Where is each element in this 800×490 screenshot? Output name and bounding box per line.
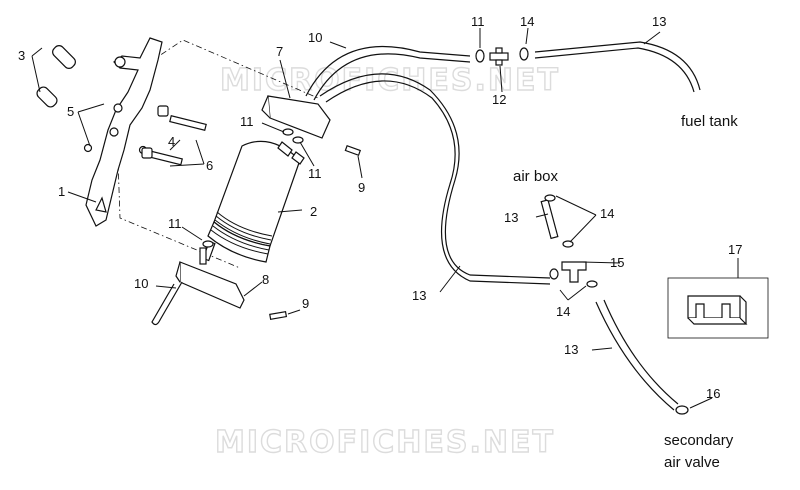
callout-15: 15 [610, 255, 624, 270]
hose-10-upper [305, 45, 471, 97]
hose-13-secondary [595, 301, 675, 411]
callout-11-c: 11 [168, 216, 182, 231]
watermark-bottom: MICROFICHES.NET [215, 425, 555, 460]
callout-14-a: 14 [520, 14, 534, 29]
watermark-top: MICROFICHES.NET [220, 63, 560, 98]
callout-7: 7 [276, 44, 283, 59]
hose-13-main [319, 73, 551, 279]
label-fuel-tank: fuel tank [681, 113, 738, 130]
callout-11-b: 11 [308, 166, 322, 181]
inline-check-valve [475, 47, 529, 66]
callout-5: 5 [67, 104, 74, 119]
callout-13-a: 13 [652, 14, 666, 29]
screws-9 [269, 144, 362, 321]
callout-9-a: 9 [358, 180, 365, 195]
bolts-4-6 [141, 105, 207, 166]
callout-13-b: 13 [504, 210, 518, 225]
callout-13-c: 13 [412, 288, 426, 303]
callout-14-c: 14 [556, 304, 570, 319]
lower-mount [151, 247, 245, 326]
label-secondary: secondary [664, 432, 734, 449]
leader-lines [31, 27, 739, 409]
washers-11 [202, 128, 304, 248]
upper-mount [261, 95, 331, 139]
part-17-inset [667, 277, 769, 339]
callout-10-a: 10 [308, 30, 322, 45]
callout-6: 6 [206, 158, 213, 173]
callout-13-d: 13 [564, 342, 578, 357]
callout-9-b: 9 [302, 296, 309, 311]
callout-12: 12 [492, 92, 506, 107]
callout-14-b: 14 [600, 206, 614, 221]
hose-13-fuel-tank [534, 41, 701, 91]
callout-11-a: 11 [240, 114, 254, 129]
callout-8: 8 [262, 272, 269, 287]
callout-10-b: 10 [134, 276, 148, 291]
callout-17: 17 [728, 242, 742, 257]
sleeve-parts [36, 45, 76, 108]
fuel-filter [202, 140, 305, 263]
text-labels: fuel tank air box secondary air valve [513, 113, 738, 471]
callout-3: 3 [18, 48, 25, 63]
label-air-box: air box [513, 168, 559, 185]
label-air-valve: air valve [664, 454, 720, 471]
air-box-fittings [540, 194, 598, 288]
clip-16 [675, 405, 689, 415]
callout-2: 2 [310, 204, 317, 219]
callouts: 3 5 1 4 6 7 11 11 2 11 10 8 9 9 10 11 14… [18, 14, 742, 401]
mounting-bracket [83, 37, 163, 227]
callout-1: 1 [58, 184, 65, 199]
callout-4: 4 [168, 134, 175, 149]
callout-11-d: 11 [471, 14, 485, 29]
callout-16: 16 [706, 386, 720, 401]
